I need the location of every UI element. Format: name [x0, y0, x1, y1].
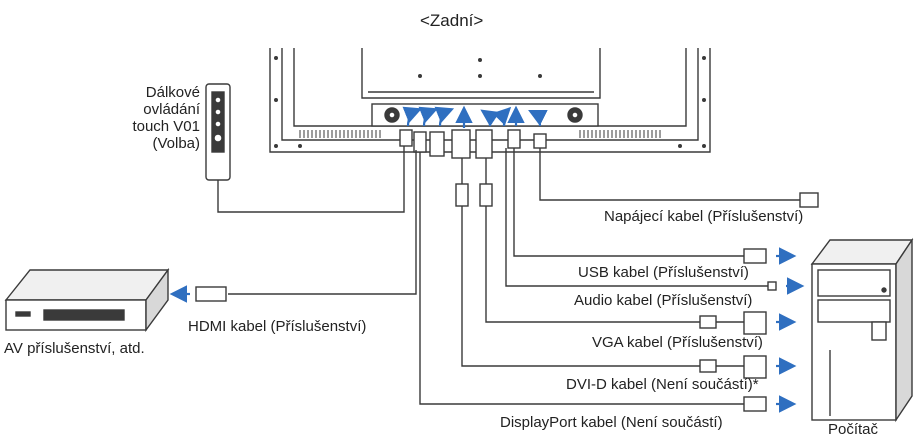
direction-arrows: [169, 247, 805, 413]
vga-cable-label: VGA kabel (Příslušenství): [592, 334, 763, 351]
computer-tower: [810, 237, 914, 423]
port-arrows: [402, 105, 548, 128]
monitor-screws: [274, 56, 706, 148]
remote-control: [205, 83, 405, 213]
av-device-label: AV příslušenství, atd.: [4, 340, 145, 357]
usb-cable-label: USB kabel (Příslušenství): [578, 264, 749, 281]
cable-ferrites: [455, 183, 717, 373]
remote-label-line-4: (Volba): [152, 135, 200, 152]
cables: [228, 148, 800, 405]
remote-label-line-2: ovládání: [143, 101, 200, 118]
displayport-cable-label: DisplayPort kabel (Není součástí): [500, 414, 723, 431]
remote-label-line-3: touch V01: [132, 118, 200, 135]
power-cable-label: Napájecí kabel (Příslušenství): [604, 208, 804, 225]
dvi-cable-label: DVI-D kabel (Není součástí)*: [566, 376, 759, 393]
remote-label-line-1: Dálkové: [145, 84, 200, 101]
monitor-connectors: [399, 129, 547, 159]
hdmi-cable-label: HDMI kabel (Příslušenství): [188, 318, 367, 335]
av-device: [4, 267, 170, 333]
view-title: <Zadní>: [420, 11, 484, 30]
audio-cable-label: Audio kabel (Příslušenství): [574, 292, 753, 309]
computer-label: Počítač: [828, 421, 879, 438]
plug-ends: [195, 192, 819, 412]
remote-label: Dálkové ovládání touch V01 (Volba): [130, 84, 200, 152]
